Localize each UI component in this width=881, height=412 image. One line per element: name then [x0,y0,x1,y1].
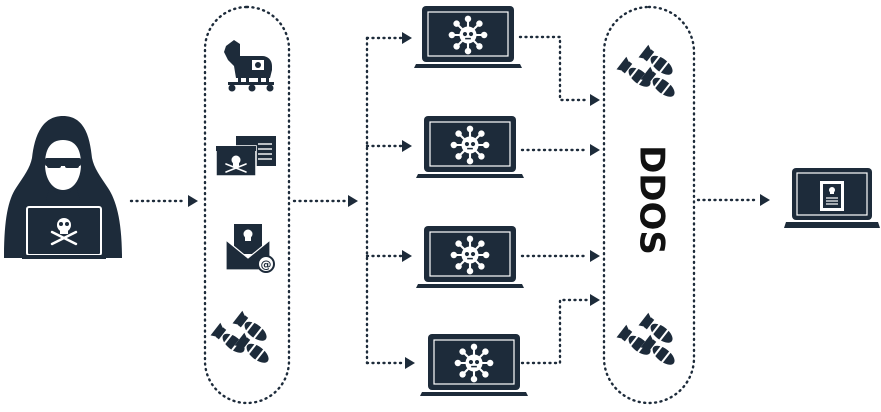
arrow-head [402,140,412,152]
malware-code-icon [215,136,276,177]
skull-icon [50,218,78,246]
svg-text:@: @ [261,258,272,271]
phishing-email-icon: @ [225,224,275,273]
arrow-head [590,94,600,106]
ddos-container [602,5,696,405]
hacker-icon [4,116,122,259]
arrow-head [402,250,412,262]
infected-laptop-icon [416,226,524,288]
arrow-head [590,250,600,262]
arrowheads [188,32,770,369]
trojan-horse-icon [224,40,274,92]
arrow-head [188,195,198,207]
bombs-icon [211,311,273,368]
infected-laptop-icon [414,6,522,68]
compromised-laptop-icon [784,168,880,228]
vectors-container [203,5,291,405]
infected-laptop-icon [420,334,528,396]
arrow-head [590,294,600,306]
arrow-head [405,357,415,369]
ddos-label: DDOS [632,145,672,255]
arrow-head [402,32,412,44]
arrow-head [590,144,600,156]
infected-laptop-icon [416,116,524,178]
bombs-icon [617,45,679,102]
bombs-icon [617,313,679,370]
arrow-head [760,194,770,206]
arrow-head [348,195,358,207]
connectors [129,35,760,365]
